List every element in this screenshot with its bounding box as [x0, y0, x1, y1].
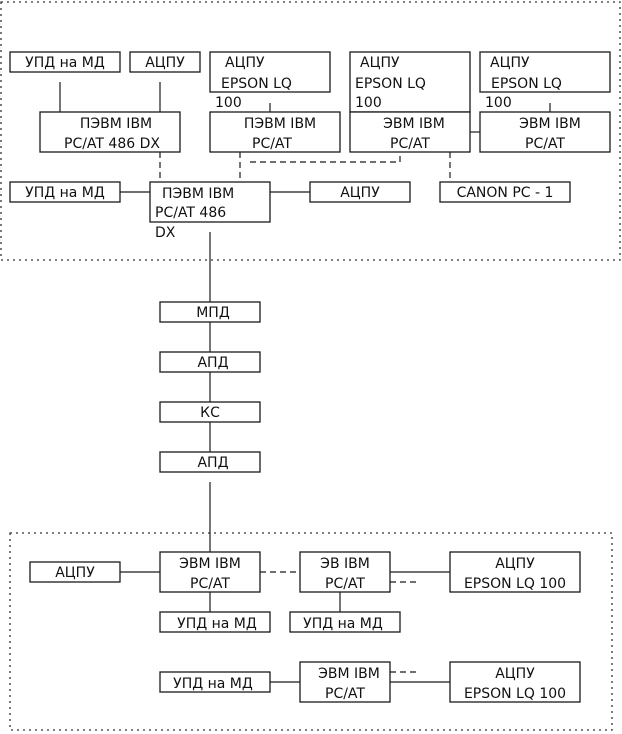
box-label: АЦПУ: [55, 565, 95, 581]
mpd-box: МПД: [159, 301, 261, 323]
acpu-epson-box: АЦПУ EPSON LQ 100: [209, 51, 331, 111]
upd-md-box: УПД на МД: [159, 671, 271, 693]
box-label: УПД на МД: [303, 616, 383, 632]
box-label: PC/AT 486: [155, 205, 226, 221]
box-label: EPSON LQ: [355, 76, 426, 92]
box-label: PC/AT: [325, 576, 365, 592]
evm-main-box: ЭВМ IBM PC/AT: [159, 551, 261, 593]
box-label: АПД: [197, 455, 228, 471]
acpu-epson-box: АЦПУ EPSON LQ 100: [449, 551, 581, 593]
box-label: PC/AT: [190, 576, 230, 592]
box-label: PC/AT: [390, 136, 430, 152]
box-label: DX: [155, 225, 176, 241]
acpu-box: АЦПУ: [129, 51, 201, 73]
apd-box: АПД: [159, 351, 261, 373]
box-label: УПД на МД: [173, 676, 253, 692]
box-label: КС: [200, 405, 220, 421]
pevm-486dx-box: ПЭВМ IBM PC/AT 486 DX: [39, 111, 181, 153]
evm-bottom-box: ЭВМ IBM PC/AT: [299, 661, 391, 703]
box-label: ПЭВМ IBM: [162, 186, 234, 202]
box-label: АПД: [197, 355, 228, 371]
box-label: ЭВМ IBM: [318, 666, 380, 682]
canon-printer-box: CANON PC - 1: [439, 181, 571, 203]
box-label: PC/AT: [525, 136, 565, 152]
acpu-box: АЦПУ: [29, 561, 121, 583]
box-label: PC/AT 486 DX: [64, 136, 160, 152]
box-label: ПЭВМ IBM: [80, 116, 152, 132]
box-label: УПД на МД: [25, 55, 105, 71]
box-label: АЦПУ: [495, 556, 535, 572]
box-label: ПЭВМ IBM: [244, 116, 316, 132]
box-label: АЦПУ: [225, 55, 265, 71]
box-label: 100: [215, 95, 242, 111]
box-label: EPSON LQ: [491, 76, 562, 92]
evm-pcat-box: ЭВМ IBM PC/AT: [349, 111, 471, 153]
box-label: ЭВМ IBM: [179, 556, 241, 572]
upd-md-box: УПД на МД: [9, 51, 121, 73]
dashed-connector: [250, 152, 401, 163]
box-label: 100: [355, 95, 382, 111]
upd-md-box: УПД на МД: [9, 181, 121, 203]
box-label: АЦПУ: [495, 666, 535, 682]
acpu-box: АЦПУ: [309, 181, 411, 203]
pevm-central-box: ПЭВМ IBM PC/AT 486 DX: [149, 181, 271, 241]
acpu-epson-box: АЦПУ EPSON LQ 100: [349, 51, 471, 113]
apd-box: АПД: [159, 451, 261, 473]
bottom-group-frame: [9, 532, 613, 731]
upd-md-box: УПД на МД: [159, 611, 271, 633]
evm-pcat-box: ЭВМ IBM PC/AT: [479, 111, 611, 153]
acpu-epson-box: АЦПУ EPSON LQ 100: [449, 661, 581, 703]
box-label: УПД на МД: [177, 616, 257, 632]
box-label: ЭВ IBM: [320, 556, 370, 572]
box-label: МПД: [196, 305, 230, 321]
box-label: УПД на МД: [25, 185, 105, 201]
box-label: АЦПУ: [490, 55, 530, 71]
box-label: EPSON LQ 100: [464, 686, 566, 702]
box-label: PC/AT: [252, 136, 292, 152]
box-label: АЦПУ: [360, 55, 400, 71]
ev-ibm-box: ЭВ IBM PC/AT: [299, 551, 391, 593]
box-label: PC/AT: [325, 686, 365, 702]
box-label: ЭВМ IBM: [383, 116, 445, 132]
acpu-epson-box: АЦПУ EPSON LQ 100: [479, 51, 611, 111]
pevm-pcat-box: ПЭВМ IBM PC/AT: [209, 111, 341, 153]
upd-md-box: УПД на МД: [289, 611, 401, 633]
box-label: АЦПУ: [340, 185, 380, 201]
box-label: АЦПУ: [145, 55, 185, 71]
box-label: EPSON LQ: [221, 76, 292, 92]
box-label: 100: [485, 95, 512, 111]
box-label: ЭВМ IBM: [519, 116, 581, 132]
box-label: CANON PC - 1: [457, 185, 554, 201]
ks-box: КС: [159, 401, 261, 423]
box-label: EPSON LQ 100: [464, 576, 566, 592]
